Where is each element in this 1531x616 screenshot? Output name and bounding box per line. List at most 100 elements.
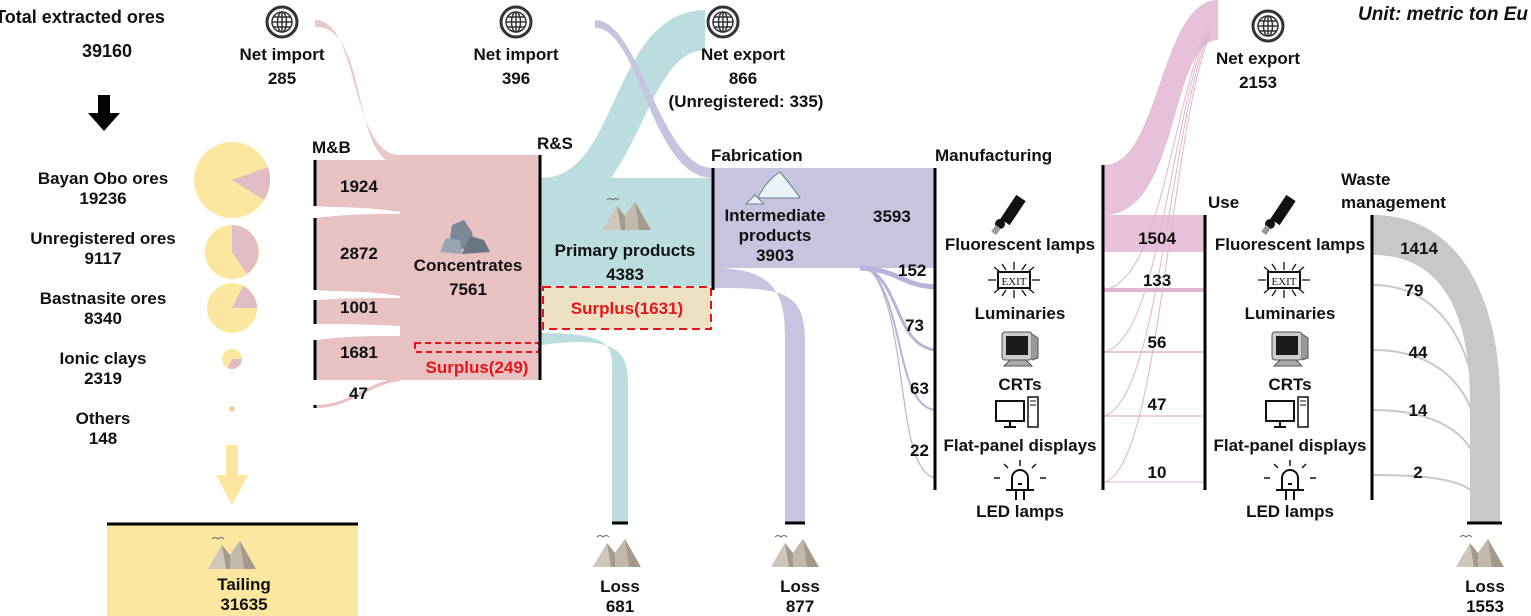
loss-value: 877 — [786, 597, 814, 616]
fluorescent-lamp-icon — [1259, 194, 1296, 237]
use-flow-fluorescent — [1104, 215, 1205, 252]
concentrates-surplus-box — [414, 342, 540, 353]
manufacturing-to-use-flows — [1103, 29, 1213, 483]
export-flow-refining — [541, 10, 705, 218]
mb-flow-2 — [316, 214, 400, 296]
waste-flow-value: 1414 — [1400, 239, 1438, 258]
primary-surplus-box — [542, 286, 712, 330]
pie-others — [229, 406, 235, 412]
fabrication-to-manufacturing-flows — [859, 265, 936, 479]
fab-flow-value: 22 — [910, 441, 929, 460]
globe-icon — [499, 5, 533, 39]
primary-products-value: 4383 — [606, 265, 644, 284]
loss-label: Loss — [1465, 577, 1505, 596]
stage-use: Use — [1208, 193, 1239, 212]
use-flow-value: 10 — [1148, 463, 1167, 482]
crt-monitor-icon — [1001, 331, 1039, 367]
down-arrow-icon — [88, 95, 120, 131]
stage-rs: R&S — [537, 134, 573, 153]
loss-label: Loss — [780, 577, 820, 596]
product-label: CRTs — [998, 375, 1041, 394]
net-export-1-note: (Unregistered: 335) — [669, 92, 824, 111]
mb-flow-value: 1681 — [340, 343, 378, 362]
globe-icon — [265, 5, 299, 39]
net-export-1-label: Net export — [701, 45, 785, 64]
intermediate-products-node — [714, 168, 935, 268]
loss-icon — [770, 535, 820, 568]
use-product-label: Luminaries — [1245, 304, 1336, 323]
intermediate-products-icon — [744, 171, 801, 205]
product-label: Luminaries — [975, 304, 1066, 323]
tailing-label: Tailing — [217, 575, 271, 594]
loss-value: 681 — [606, 597, 634, 616]
product-label: LED lamps — [976, 502, 1064, 521]
globe-icon — [706, 5, 740, 39]
stage-fabrication: Fabrication — [711, 146, 803, 165]
flat-panel-icon — [995, 396, 1039, 428]
loss-flow-refining — [541, 333, 628, 523]
stage-manufacturing: Manufacturing — [935, 146, 1052, 165]
stage-bars — [313, 155, 1502, 525]
waste-flow-value: 2 — [1413, 463, 1422, 482]
flat-panel-icon — [1265, 396, 1309, 428]
ore-value: 19236 — [79, 189, 126, 208]
ore-pies — [194, 142, 271, 412]
primary-surplus: Surplus(1631) — [571, 299, 683, 318]
use-product-label: CRTs — [1268, 375, 1311, 394]
loss-icon — [592, 535, 642, 568]
mb-flow-1 — [316, 160, 400, 212]
use-product-label: LED lamps — [1246, 502, 1334, 521]
waste-flow-value: 44 — [1409, 343, 1428, 362]
concentrates-label: Concentrates — [414, 256, 523, 275]
mb-flow-value: 1924 — [340, 177, 378, 196]
tailing-value: 31635 — [220, 595, 267, 614]
net-export-2-label: Net export — [1216, 49, 1300, 68]
ore-value: 148 — [89, 429, 117, 448]
intermediate-label-1: Intermediate — [724, 206, 825, 225]
product-label: Fluorescent lamps — [945, 235, 1095, 254]
net-export-1-value: 866 — [729, 69, 757, 88]
mb-flow-value: 47 — [349, 384, 368, 403]
export-flow-manufacturing — [1104, 0, 1218, 215]
unit-label: Unit: metric ton Eu — [1358, 4, 1528, 25]
ore-name: Bayan Obo ores — [38, 169, 168, 188]
use-flow-value: 1504 — [1138, 229, 1176, 248]
loss-value: 1553 — [1466, 597, 1504, 616]
net-import-2-value: 396 — [502, 69, 530, 88]
net-import-2-label: Net import — [474, 45, 559, 64]
tailing-node — [107, 524, 358, 616]
use-flow-value: 133 — [1143, 271, 1171, 290]
use-flow-value: 47 — [1148, 395, 1167, 414]
stage-waste-container: Waste management — [1341, 170, 1446, 212]
mb-flow-5 — [316, 378, 400, 408]
total-extracted-value: 39160 — [82, 41, 132, 61]
ore-list: Bayan Obo ores 19236 Unregistered ores 9… — [30, 169, 176, 448]
fab-flow-value: 63 — [910, 379, 929, 398]
loss-label: Loss — [600, 577, 640, 596]
mb-flow-value: 2872 — [340, 244, 378, 263]
concentrates-icon — [440, 220, 490, 254]
fluorescent-lamp-icon — [989, 194, 1026, 237]
use-product-label: Fluorescent lamps — [1215, 235, 1365, 254]
use-product-label: Flat-panel displays — [1213, 436, 1366, 455]
concentrates-value: 7561 — [449, 280, 487, 299]
ore-value: 8340 — [84, 309, 122, 328]
mb-flow-3 — [316, 298, 400, 326]
ore-name: Unregistered ores — [30, 229, 176, 248]
ore-value: 2319 — [84, 369, 122, 388]
mb-flow-value: 1001 — [340, 298, 378, 317]
product-label: Flat-panel displays — [943, 436, 1096, 455]
exit-sign-icon — [1257, 261, 1311, 299]
loss-flow-waste — [1373, 215, 1500, 523]
loss-flow-fabrication — [714, 268, 805, 523]
waste-flow-value: 14 — [1409, 401, 1428, 420]
waste-flow-value: 79 — [1405, 281, 1424, 300]
total-extracted-title: Total extracted ores — [0, 7, 165, 27]
crt-monitor-icon — [1271, 331, 1309, 367]
fab-flow-value: 73 — [905, 316, 924, 335]
tailing-arrow-icon — [216, 445, 248, 505]
primary-products-node — [541, 178, 713, 286]
ore-name: Bastnasite ores — [40, 289, 167, 308]
concentrates-surplus: Surplus(249) — [426, 358, 529, 377]
